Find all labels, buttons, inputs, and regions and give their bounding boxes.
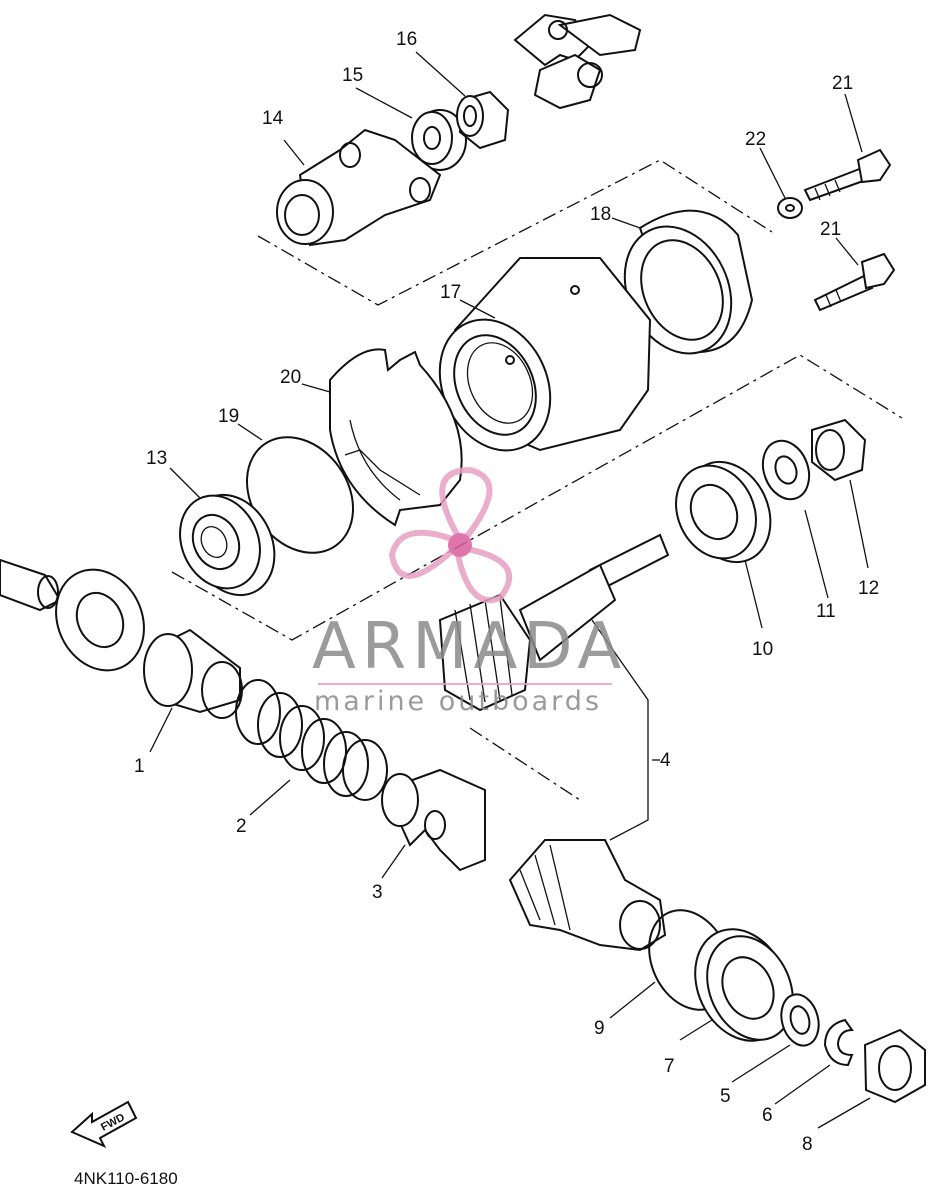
callout-8: 8 (802, 1134, 813, 1155)
callout-11: 11 (816, 601, 836, 622)
watermark-brand: ARMADA (312, 610, 627, 684)
spring-2 (235, 679, 388, 801)
callout-19: 19 (218, 406, 239, 427)
callout-22: 22 (745, 129, 766, 150)
bolt-21-lower (813, 252, 896, 312)
callout-10: 10 (752, 639, 773, 660)
callout-2: 2 (236, 816, 247, 837)
lock-plate-20 (329, 348, 463, 527)
callout-21-lower: 21 (820, 219, 841, 240)
fwd-arrow-icon: FWD (70, 1100, 138, 1149)
callout-16: 16 (396, 29, 417, 50)
callout-7: 7 (664, 1056, 675, 1077)
callout-13: 13 (146, 448, 167, 469)
washer-5 (780, 993, 820, 1047)
callout-4: 4 (660, 750, 671, 771)
watermark: ARMADA marine outboards (312, 466, 627, 717)
callout-labels: 1 2 3 4 5 6 7 8 9 10 11 12 13 14 15 16 1… (134, 29, 879, 1155)
yoke-3 (381, 768, 486, 872)
cover-18 (623, 209, 754, 355)
callout-6: 6 (762, 1105, 773, 1126)
callout-3: 3 (372, 882, 383, 903)
callout-14: 14 (262, 108, 284, 129)
bearing-10 (675, 460, 772, 564)
leader-lines (149, 51, 871, 1129)
washer-22 (777, 197, 803, 219)
bearing-13 (179, 493, 276, 597)
pinion-shaft (438, 533, 670, 712)
bearing-left (55, 568, 145, 672)
callout-21-upper: 21 (832, 73, 853, 94)
housing-17 (438, 257, 652, 452)
callout-15: 15 (342, 65, 363, 86)
universal-joint (513, 13, 642, 110)
stub-shaft (0, 558, 62, 612)
callout-18: 18 (590, 204, 611, 225)
bearing-7 (694, 928, 794, 1042)
callout-5: 5 (720, 1086, 731, 1107)
assembly-outline-gear-4 (469, 619, 649, 841)
ring-gear (508, 839, 667, 952)
bolt-21-upper (803, 148, 892, 202)
watermark-tagline: marine outboards (314, 686, 602, 717)
callout-17: 17 (440, 282, 461, 303)
yoke-14 (276, 128, 442, 247)
nut-16 (456, 90, 510, 150)
circlip-6 (823, 1018, 854, 1067)
callout-1: 1 (134, 756, 145, 777)
washer-15 (411, 109, 467, 171)
nut-8 (863, 1028, 926, 1104)
washer-11 (761, 439, 811, 501)
callout-20: 20 (280, 367, 301, 388)
assembly-outline-upper (257, 159, 773, 306)
diagram-reference-code: 4NK110-6180 (74, 1169, 178, 1186)
nut-12 (811, 418, 867, 482)
propeller-logo-icon (388, 466, 513, 604)
callout-12: 12 (858, 578, 879, 599)
collar-1 (143, 628, 243, 719)
callout-9: 9 (594, 1018, 605, 1039)
